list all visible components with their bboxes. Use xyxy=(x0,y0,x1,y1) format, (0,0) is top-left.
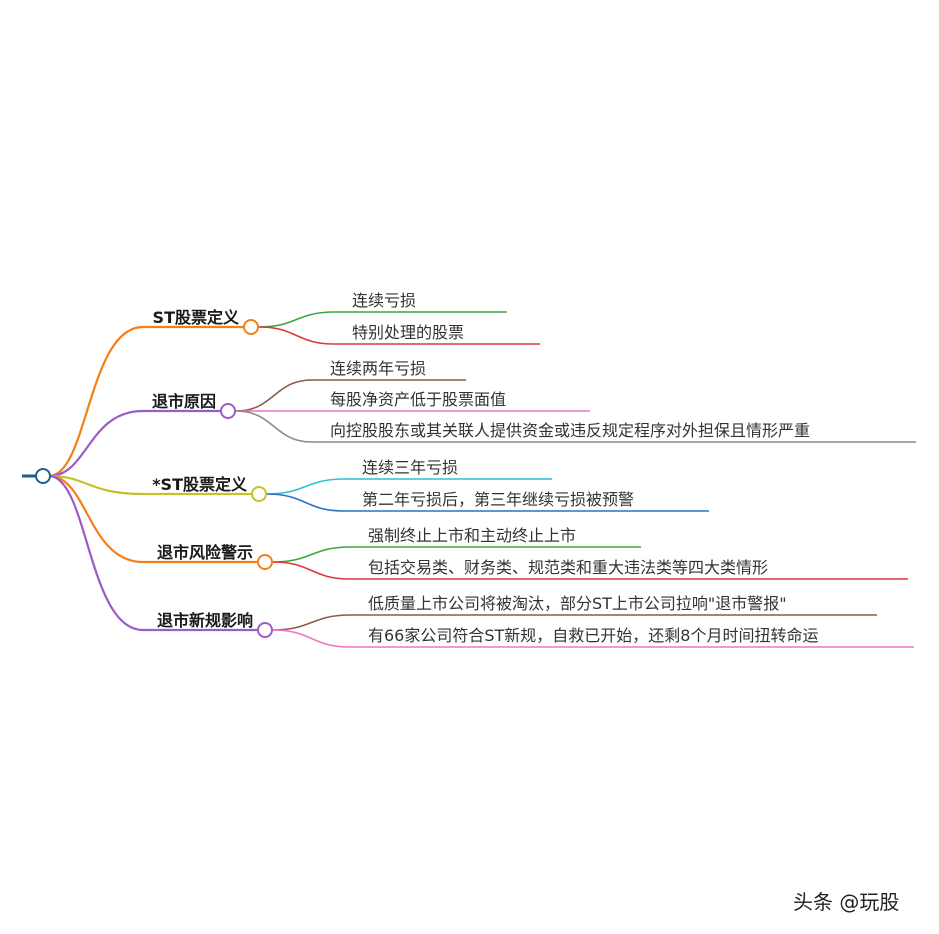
branch-label: 退市新规影响 xyxy=(157,611,253,630)
root-node[interactable] xyxy=(35,468,51,484)
leaf-connector xyxy=(266,478,552,495)
leaf-connector xyxy=(258,311,507,328)
leaf-label: 第二年亏损后，第三年继续亏损被预警 xyxy=(362,490,634,509)
branch-connector xyxy=(48,474,251,496)
branch-label: 退市风险警示 xyxy=(157,543,253,562)
branch-connector xyxy=(48,409,220,478)
connector-lines xyxy=(22,311,916,648)
leaf-connector xyxy=(235,379,466,412)
branch-node[interactable] xyxy=(257,554,273,570)
leaf-connector xyxy=(266,493,709,512)
leaf-connector xyxy=(258,326,540,345)
leaf-label: 连续亏损 xyxy=(352,291,416,310)
leaf-label: 连续三年亏损 xyxy=(362,458,458,477)
branch-connector xyxy=(48,474,257,632)
leaf-label: 包括交易类、财务类、规范类和重大违法类等四大类情形 xyxy=(368,558,768,577)
leaf-label: 有66家公司符合ST新规，自救已开始，还剩8个月时间扭转命运 xyxy=(368,626,818,645)
leaf-connector xyxy=(235,410,916,443)
leaf-connector xyxy=(272,546,641,563)
branch-node[interactable] xyxy=(251,486,267,502)
leaf-label: 连续两年亏损 xyxy=(330,359,426,378)
branch-node[interactable] xyxy=(257,622,273,638)
leaf-label: 每股净资产低于股票面值 xyxy=(330,390,506,409)
branch-label: 退市原因 xyxy=(152,392,216,411)
branch-connector xyxy=(48,325,243,478)
leaf-connector xyxy=(272,614,877,631)
branch-label: *ST股票定义 xyxy=(152,475,247,494)
leaf-label: 低质量上市公司将被淘汰，部分ST上市公司拉响"退市警报" xyxy=(368,594,787,613)
branch-node[interactable] xyxy=(243,319,259,335)
leaf-connector xyxy=(272,629,914,648)
leaf-connector xyxy=(272,561,908,580)
branch-label: ST股票定义 xyxy=(153,308,239,327)
branch-node[interactable] xyxy=(220,403,236,419)
leaf-label: 向控股股东或其关联人提供资金或违反规定程序对外担保且情形严重 xyxy=(330,421,810,440)
branch-connector xyxy=(48,474,257,564)
leaf-label: 强制终止上市和主动终止上市 xyxy=(368,526,576,545)
leaf-label: 特别处理的股票 xyxy=(352,323,464,342)
watermark: 头条 @玩股 xyxy=(793,890,900,914)
